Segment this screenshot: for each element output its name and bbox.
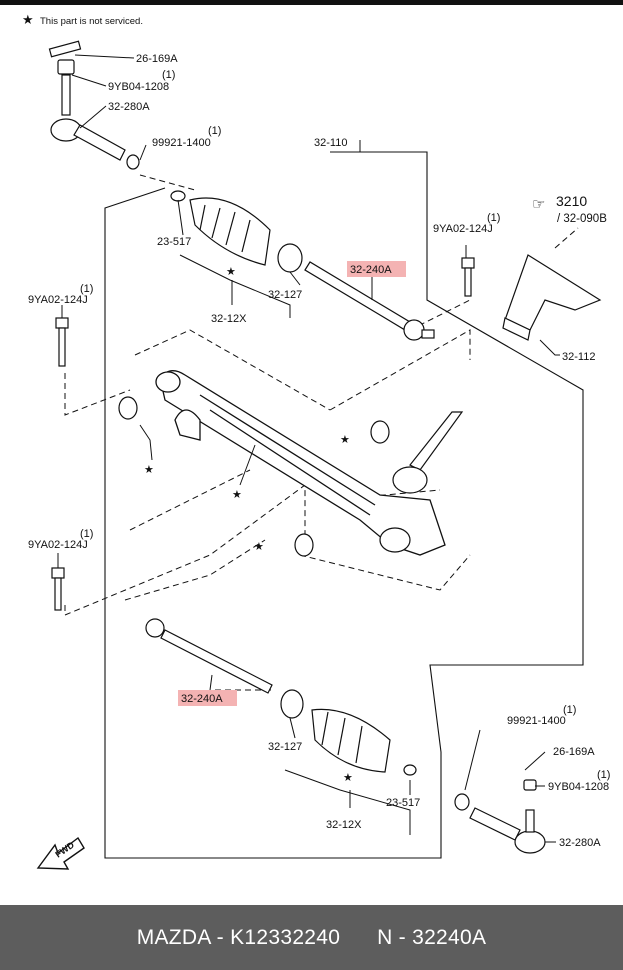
star-icon: ★ xyxy=(254,541,264,553)
label-99921-top: 99921-1400 xyxy=(152,137,211,149)
note-text: This part is not serviced. xyxy=(40,16,143,27)
top-border xyxy=(0,0,623,5)
inner-tie-rod-lower xyxy=(145,618,273,694)
label-32-240a-top: 32-240A xyxy=(350,264,392,276)
steering-rack-diagram: ★ This part is not serviced. xyxy=(22,12,610,870)
star-icon: ★ xyxy=(343,772,353,784)
label-3210: 3210 xyxy=(556,193,587,209)
guide-lines xyxy=(64,174,579,691)
boot-upper xyxy=(170,190,303,273)
bushings xyxy=(118,396,390,557)
label-32-127-bottom: 32-127 xyxy=(268,741,302,753)
label-23-517-bottom: 23-517 xyxy=(386,797,420,809)
label-32-12x-bottom: 32-12X xyxy=(326,819,362,831)
label-9ya02-low-qty: (1) xyxy=(80,528,93,540)
highlight-32-240a-bottom xyxy=(178,690,237,706)
label-9yb04-bottom: 9YB04-1208 xyxy=(548,781,609,793)
footer-code: N - 32240A xyxy=(377,925,487,949)
label-32-127-top: 32-127 xyxy=(268,289,302,301)
rack-housing xyxy=(155,370,446,556)
highlight-32-240a-top xyxy=(347,261,406,277)
label-32-110: 32-110 xyxy=(314,137,347,149)
star-icon: ★ xyxy=(232,489,242,501)
footer-brand-part: MAZDA - K12332240 xyxy=(136,925,341,949)
label-99921-bottom-qty: (1) xyxy=(563,704,576,716)
label-9yb04-top: 9YB04-1208 xyxy=(108,81,169,93)
label-32-090b: / 32-090B xyxy=(557,213,607,225)
star-icon: ★ xyxy=(226,266,236,278)
label-23-517-top: 23-517 xyxy=(157,236,191,248)
hand-pointer-icon: ☞ xyxy=(532,196,545,213)
label-32-240a-bottom: 32-240A xyxy=(181,693,223,705)
label-99921-bottom: 99921-1400 xyxy=(507,715,566,727)
label-9yb04-bottom-qty: (1) xyxy=(597,769,610,781)
tie-rod-end-upper xyxy=(48,40,140,170)
boot-32-112 xyxy=(502,254,602,341)
label-32-280a-bottom: 32-280A xyxy=(559,837,601,849)
tie-rod-end-lower xyxy=(454,779,546,854)
pinion xyxy=(379,411,464,553)
label-32-280a-top: 32-280A xyxy=(108,101,150,113)
footer-bar: MAZDA - K12332240 N - 32240A xyxy=(0,905,623,970)
label-32-112: 32-112 xyxy=(562,351,595,363)
not-serviced-stars: ★ ★ ★ ★ ★ ★ xyxy=(144,266,353,784)
label-26-169a-bottom: 26-169A xyxy=(553,746,595,758)
assembly-outline xyxy=(104,151,584,859)
note-star: ★ xyxy=(22,12,34,27)
label-32-12x-top: 32-12X xyxy=(211,313,247,325)
star-icon: ★ xyxy=(340,434,350,446)
label-9ya02-left: 9YA02-124J xyxy=(28,294,88,306)
leader-lines xyxy=(57,54,560,843)
inner-tie-rod-upper xyxy=(304,261,435,341)
label-9ya02-right-qty: (1) xyxy=(487,212,500,224)
label-9ya02-left-qty: (1) xyxy=(80,283,93,295)
bolts xyxy=(51,257,475,611)
label-26-169a-top: 26-169A xyxy=(136,53,178,65)
label-9ya02-right: 9YA02-124J xyxy=(433,223,493,235)
label-9ya02-low: 9YA02-124J xyxy=(28,539,88,551)
fwd-arrow-icon xyxy=(36,836,85,870)
label-99921-top-qty: (1) xyxy=(208,125,221,137)
label-9yb04-top-qty: (1) xyxy=(162,69,175,81)
boot-lower xyxy=(280,689,417,776)
footer-gap xyxy=(340,926,377,950)
star-icon: ★ xyxy=(144,464,154,476)
